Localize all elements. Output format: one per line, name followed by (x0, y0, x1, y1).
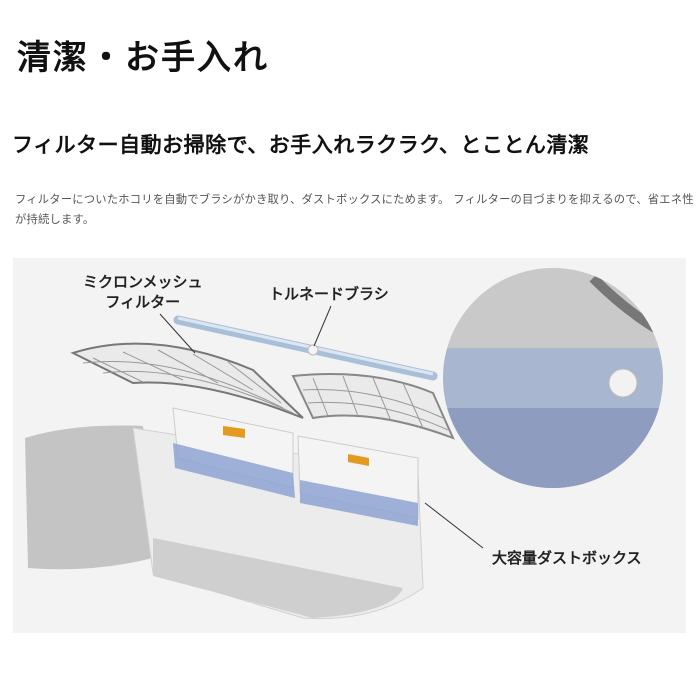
dustbox-leader-line (424, 502, 484, 549)
filter-label: ミクロンメッシュ フィルター (83, 273, 203, 311)
section-title: 清潔・お手入れ (17, 38, 269, 78)
dustbox-label: 大容量ダストボックス (492, 549, 642, 567)
brush-label: トルネードブラシ (269, 285, 389, 303)
air-conditioner-exploded-view (25, 268, 663, 620)
feature-description: フィルターについたホコリを自動でブラシがかき取り、ダストボックスにためます。 フ… (15, 193, 694, 226)
indoor-unit-graphic (25, 407, 424, 620)
filter-leader-line (159, 313, 196, 354)
dustbox-closeup-inset (443, 268, 663, 488)
brush-leader-line (313, 305, 332, 347)
product-illustration: ミクロンメッシュ フィルター トルネードブラシ 大容量ダストボックス (13, 258, 686, 633)
tornado-brush-graphic (173, 315, 438, 381)
micron-mesh-filter-graphic (70, 342, 455, 440)
feature-headline: フィルター自動お掃除で、お手入れラクラク、とことん清潔 (12, 133, 590, 157)
